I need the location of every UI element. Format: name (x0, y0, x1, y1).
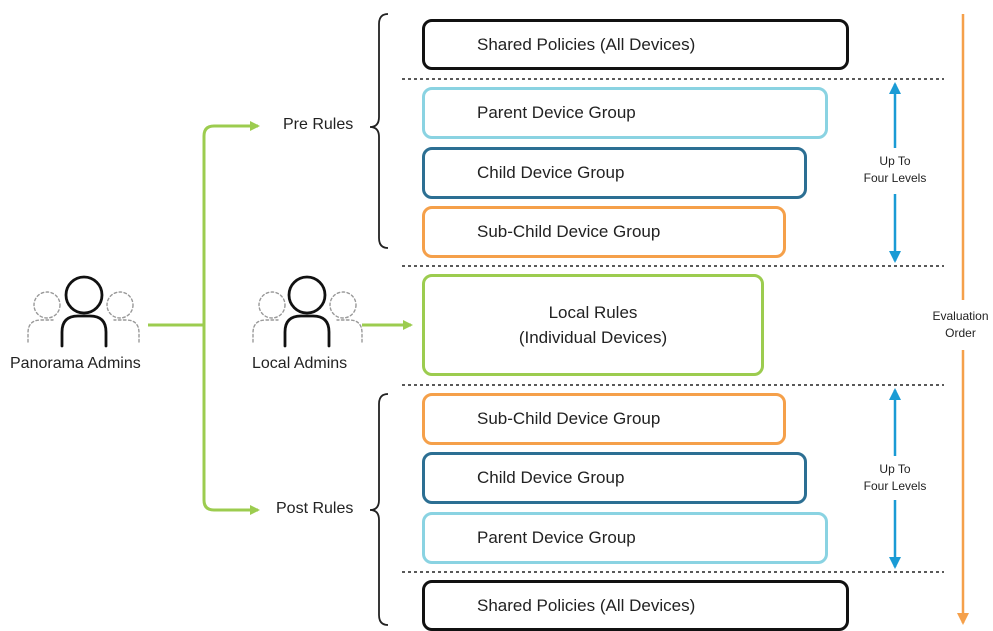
post-child-device-group-box: Child Device Group (422, 452, 807, 504)
pre-shared-policies-box: Shared Policies (All Devices) (422, 19, 849, 70)
evaluation-order-label: Evaluation Order (928, 308, 993, 342)
pre-parent-device-group-box: Parent Device Group (422, 87, 828, 139)
levels-label-bottom-line2: Four Levels (863, 479, 927, 493)
pre-child-device-group-label: Child Device Group (477, 163, 625, 182)
local-admins-label: Local Admins (252, 355, 348, 372)
pre-child-device-group-box: Child Device Group (422, 147, 807, 199)
post-shared-policies-box: Shared Policies (All Devices) (422, 580, 849, 631)
evaluation-order-line2: Order (945, 326, 976, 340)
post-shared-policies-label: Shared Policies (All Devices) (477, 595, 696, 615)
pre-rules-brace (369, 13, 389, 249)
local-rules-title: Local Rules (548, 303, 638, 322)
pre-shared-policies-label: Shared Policies (All Devices) (477, 34, 696, 54)
post-rules-brace (369, 393, 389, 626)
panorama-admins-label: Panorama Admins (10, 355, 141, 372)
post-parent-device-group-label: Parent Device Group (477, 528, 636, 547)
panorama-admins-icon (27, 275, 140, 348)
local-rules-box: Local Rules (Individual Devices) (422, 274, 764, 376)
pre-parent-device-group-label: Parent Device Group (477, 103, 636, 122)
pre-rules-arrow (202, 121, 260, 325)
levels-label-top-line1: Up To (879, 154, 911, 168)
pre-sub-child-device-group-label: Sub-Child Device Group (477, 222, 661, 241)
levels-label-bottom-line1: Up To (879, 462, 911, 476)
levels-label-top: Up To Four Levels (858, 153, 932, 187)
post-child-device-group-label: Child Device Group (477, 468, 625, 487)
local-rules-subtitle: (Individual Devices) (518, 328, 668, 347)
pre-rules-label: Pre Rules (283, 116, 354, 133)
post-rules-arrow (202, 325, 260, 515)
post-parent-device-group-box: Parent Device Group (422, 512, 828, 564)
levels-label-bottom: Up To Four Levels (858, 461, 932, 495)
evaluation-order-line1: Evaluation (932, 309, 989, 323)
post-rules-label: Post Rules (276, 500, 354, 517)
post-sub-child-device-group-label: Sub-Child Device Group (477, 409, 661, 428)
post-sub-child-device-group-box: Sub-Child Device Group (422, 393, 786, 445)
local-admins-icon (252, 275, 363, 348)
pre-sub-child-device-group-box: Sub-Child Device Group (422, 206, 786, 258)
levels-label-top-line2: Four Levels (863, 171, 927, 185)
